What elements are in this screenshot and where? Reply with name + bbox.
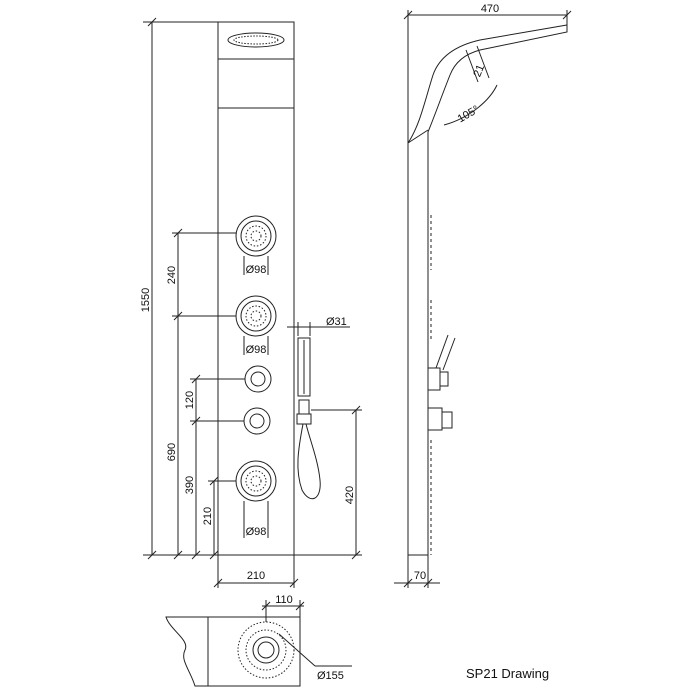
dim-jet-middle-diameter: Ø98 <box>246 344 267 356</box>
dim-knob-spacing: 120 <box>184 391 196 409</box>
panel-top-section-icon <box>165 616 301 687</box>
body-jet-top-icon <box>235 215 277 257</box>
dim-bottom-jet: 210 <box>202 507 214 525</box>
dim-jet-face-diameter: Ø155 <box>317 670 344 682</box>
dim-head-reach: 470 <box>481 3 499 15</box>
dim-jet-bottom-diameter: Ø98 <box>246 526 267 538</box>
dim-outlet-height: 420 <box>344 486 356 504</box>
dim-total-height: 1550 <box>140 288 152 312</box>
body-jet-bottom-icon <box>235 460 277 502</box>
control-knob-lower-icon <box>243 407 271 435</box>
dim-head-angle: 105° <box>456 104 482 126</box>
panel-front-outline <box>217 21 295 556</box>
drawing-title: SP21 Drawing <box>466 666 549 681</box>
dim-knob-height: 390 <box>184 476 196 494</box>
dim-jet-spacing: 240 <box>166 266 178 284</box>
dim-jet-offset: 110 <box>275 594 293 606</box>
dim-hose-diameter: Ø31 <box>326 316 347 328</box>
control-knob-upper-icon <box>244 365 272 393</box>
dim-jet-top-diameter: Ø98 <box>246 264 267 276</box>
side-fittings-icon <box>427 215 456 555</box>
dim-depth: 70 <box>414 570 426 582</box>
panel-side-profile <box>407 24 568 556</box>
rain-head-icon <box>227 32 285 48</box>
hand-shower-icon <box>296 337 321 500</box>
dim-hand-height: 690 <box>166 443 178 461</box>
dim-head-thickness: 21 <box>471 63 487 79</box>
dim-panel-width: 210 <box>247 570 265 582</box>
body-jet-middle-icon <box>235 295 277 337</box>
